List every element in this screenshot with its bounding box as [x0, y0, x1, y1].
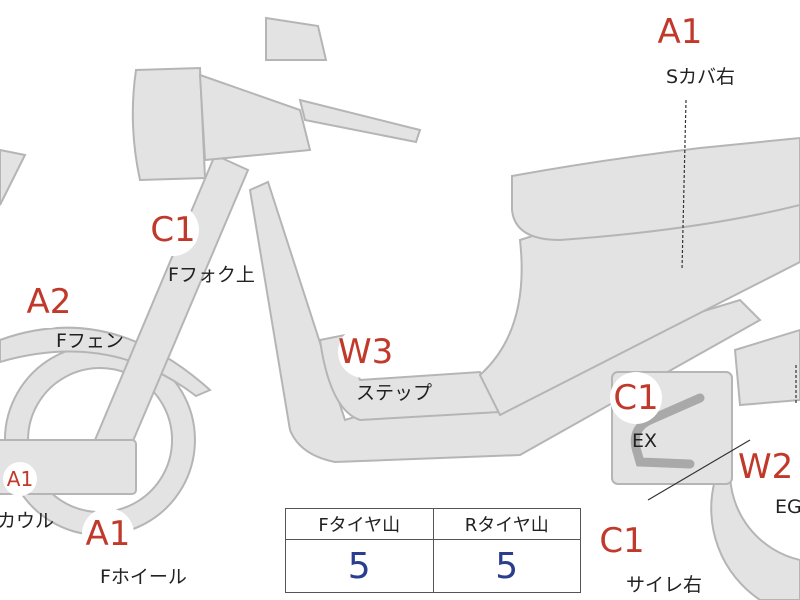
handlebar-right [298, 98, 422, 144]
seat [511, 136, 800, 242]
footboard [318, 333, 502, 422]
rear-wheel [710, 468, 800, 600]
engine-right [733, 328, 800, 407]
grade-badge-step: W3 [338, 326, 393, 378]
part-label-exhaust: EX [632, 430, 658, 452]
front-fender [0, 326, 212, 398]
rear-tire-tread-header: Rタイヤ山 [432, 508, 581, 540]
grade-badge-exhaust: C1 [610, 372, 662, 424]
front-tire-tread-value: 5 [285, 539, 434, 593]
part-label-front-fork-upper: Fフォク上 [168, 264, 255, 286]
part-label-front-fender: Fフェン [56, 330, 124, 352]
exhaust-pipe [630, 393, 705, 469]
tire-tread-header-row: Fタイヤ山 Rタイヤ山 [285, 508, 581, 540]
part-label-step: ステップ [356, 382, 433, 404]
part-label-front-wheel: Fホイール [100, 566, 187, 588]
leader-line-side-cover [681, 99, 687, 271]
grade-badge-front-fender: A2 [23, 276, 75, 328]
handlebar-grip [131, 66, 207, 182]
grade-badge-engine: W2 [738, 441, 793, 493]
part-label-cowl: カウル [0, 510, 55, 532]
tire-tread-table: Fタイヤ山 Rタイヤ山 5 5 [285, 508, 581, 593]
grade-badge-side-cover-right: A1 [654, 6, 706, 58]
handlebar-stem [198, 73, 312, 162]
part-label-engine: EG [775, 496, 800, 518]
leader-line-muffler [647, 439, 751, 501]
front-tire-tread-header: Fタイヤ山 [285, 508, 434, 540]
rear-tire-tread-value: 5 [432, 539, 581, 593]
grade-badge-front-fork-upper: C1 [147, 204, 199, 256]
tire-tread-value-row: 5 5 [285, 539, 581, 593]
grade-badge-muffler-right: C1 [596, 515, 648, 567]
grade-badge-cowl: A1 [3, 462, 37, 496]
grade-badge-front-wheel: A1 [82, 508, 134, 560]
part-label-side-cover-right: Sカバ右 [666, 66, 736, 88]
mirror [265, 16, 328, 61]
left-edge-part [0, 148, 27, 206]
part-label-muffler-right: サイレ右 [626, 574, 703, 596]
